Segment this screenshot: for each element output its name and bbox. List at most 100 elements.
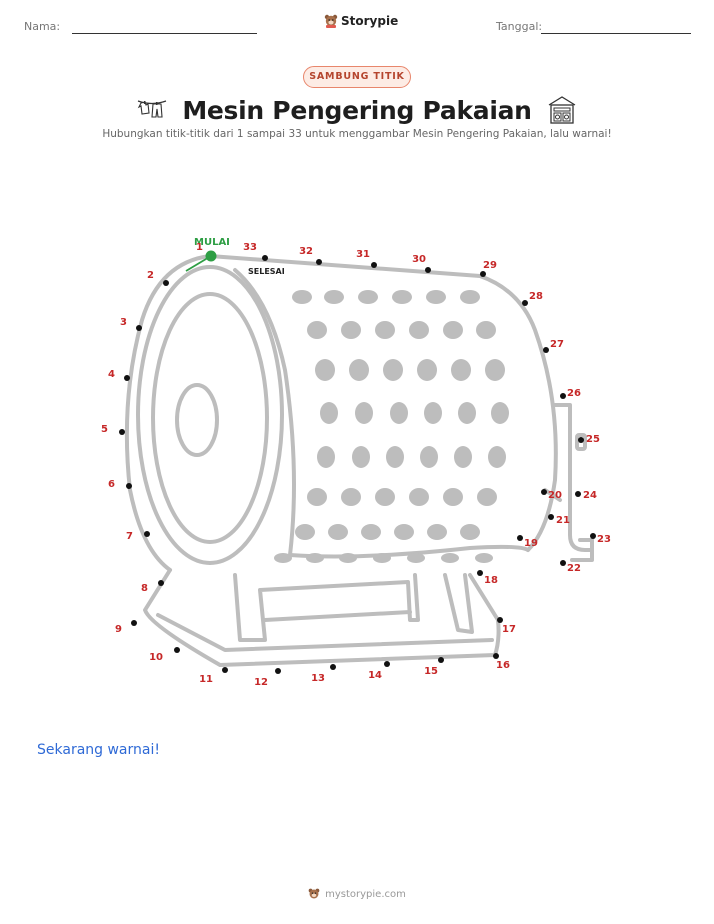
dot-label-21: 21 [556, 515, 570, 526]
drum-hole [476, 321, 496, 339]
dot-16[interactable] [493, 653, 499, 659]
dot-label-18: 18 [484, 575, 498, 586]
dot-24[interactable] [575, 491, 581, 497]
dot-label-22: 22 [567, 563, 581, 574]
dot-label-13: 13 [311, 673, 325, 684]
dot-21[interactable] [548, 514, 554, 520]
dot-label-12: 12 [254, 677, 268, 688]
page-title: Mesin Pengering Pakaian [182, 95, 532, 125]
color-prompt: Sekarang warnai! [37, 742, 160, 758]
drum-hole [317, 446, 335, 468]
dot-label-31: 31 [356, 249, 370, 260]
drum-hole [375, 321, 395, 339]
dot-label-9: 9 [115, 624, 122, 635]
drum-hole [409, 321, 429, 339]
drum-hole [443, 321, 463, 339]
drum-hole [390, 402, 408, 424]
dot-29[interactable] [480, 271, 486, 277]
dot-9[interactable] [131, 620, 137, 626]
drum-hole [394, 524, 414, 540]
date-line[interactable] [541, 33, 691, 34]
date-label: Tanggal: [496, 20, 543, 33]
start-marker: MULAI SELESAI [185, 237, 285, 276]
dot-25[interactable] [578, 437, 584, 443]
drum-hole [407, 553, 425, 563]
dot-19[interactable] [517, 535, 523, 541]
dot-label-16: 16 [496, 660, 510, 671]
end-label: SELESAI [248, 267, 285, 276]
dot-31[interactable] [371, 262, 377, 268]
dot-6[interactable] [126, 483, 132, 489]
dot-label-11: 11 [199, 674, 213, 685]
dot-10[interactable] [174, 647, 180, 653]
name-line[interactable] [72, 33, 257, 34]
dot-22[interactable] [560, 560, 566, 566]
drum-holes [274, 290, 509, 563]
dot-28[interactable] [522, 300, 528, 306]
dot-label-28: 28 [529, 291, 543, 302]
drum-hole [392, 290, 412, 304]
drum-hole [307, 321, 327, 339]
drum-hole [349, 359, 369, 381]
dot-label-14: 14 [368, 670, 382, 681]
drum-hole [441, 553, 459, 563]
dot-17[interactable] [497, 617, 503, 623]
clothesline-icon [138, 100, 167, 118]
drum-hole [420, 446, 438, 468]
drum-hole [341, 321, 361, 339]
drum-hole [417, 359, 437, 381]
bear-mascot-icon [324, 14, 338, 28]
dot-20[interactable] [541, 489, 547, 495]
drum-hole [307, 488, 327, 506]
drum-hole [320, 402, 338, 424]
drum-hole [491, 402, 509, 424]
dot-32[interactable] [316, 259, 322, 265]
dot-label-32: 32 [299, 246, 313, 257]
dot-12[interactable] [275, 668, 281, 674]
dot-3[interactable] [136, 325, 142, 331]
laundromat-icon [548, 96, 576, 124]
dot-15[interactable] [438, 657, 444, 663]
dot-11[interactable] [222, 667, 228, 673]
dot-30[interactable] [425, 267, 431, 273]
dryer-outline [124, 254, 594, 667]
dot-13[interactable] [330, 664, 336, 670]
drum-hole [460, 290, 480, 304]
dot-23[interactable] [590, 533, 596, 539]
drum-hole [424, 402, 442, 424]
dot-18[interactable] [477, 570, 483, 576]
dot-label-20: 20 [548, 490, 562, 501]
drum-hole [339, 553, 357, 563]
dot-8[interactable] [158, 580, 164, 586]
drum-hole [373, 553, 391, 563]
dot-2[interactable] [163, 280, 169, 286]
drum-hole [375, 488, 395, 506]
dot-27[interactable] [543, 347, 549, 353]
dot-33[interactable] [262, 255, 268, 261]
drum-hole [443, 488, 463, 506]
footer-bear-icon [308, 888, 320, 899]
dot-4[interactable] [124, 375, 130, 381]
dot-26[interactable] [560, 393, 566, 399]
dot-label-19: 19 [524, 538, 538, 549]
drum-hole [475, 553, 493, 563]
dot-label-15: 15 [424, 666, 438, 677]
footer-site: mystorypie.com [325, 888, 406, 900]
dot-label-25: 25 [586, 434, 600, 445]
drum-hole [426, 290, 446, 304]
dot-label-29: 29 [483, 260, 497, 271]
dot-14[interactable] [384, 661, 390, 667]
drum-hole [488, 446, 506, 468]
brand-logo: Storypie [324, 14, 398, 28]
dot-5[interactable] [119, 429, 125, 435]
drum-hole [352, 446, 370, 468]
drum-hole [477, 488, 497, 506]
drum-hole [409, 488, 429, 506]
activity-badge: SAMBUNG TITIK [303, 66, 411, 88]
dot-7[interactable] [144, 531, 150, 537]
dot-label-17: 17 [502, 624, 516, 635]
footer: mystorypie.com [0, 888, 714, 900]
dot-label-4: 4 [108, 369, 115, 380]
dot-label-10: 10 [149, 652, 163, 663]
